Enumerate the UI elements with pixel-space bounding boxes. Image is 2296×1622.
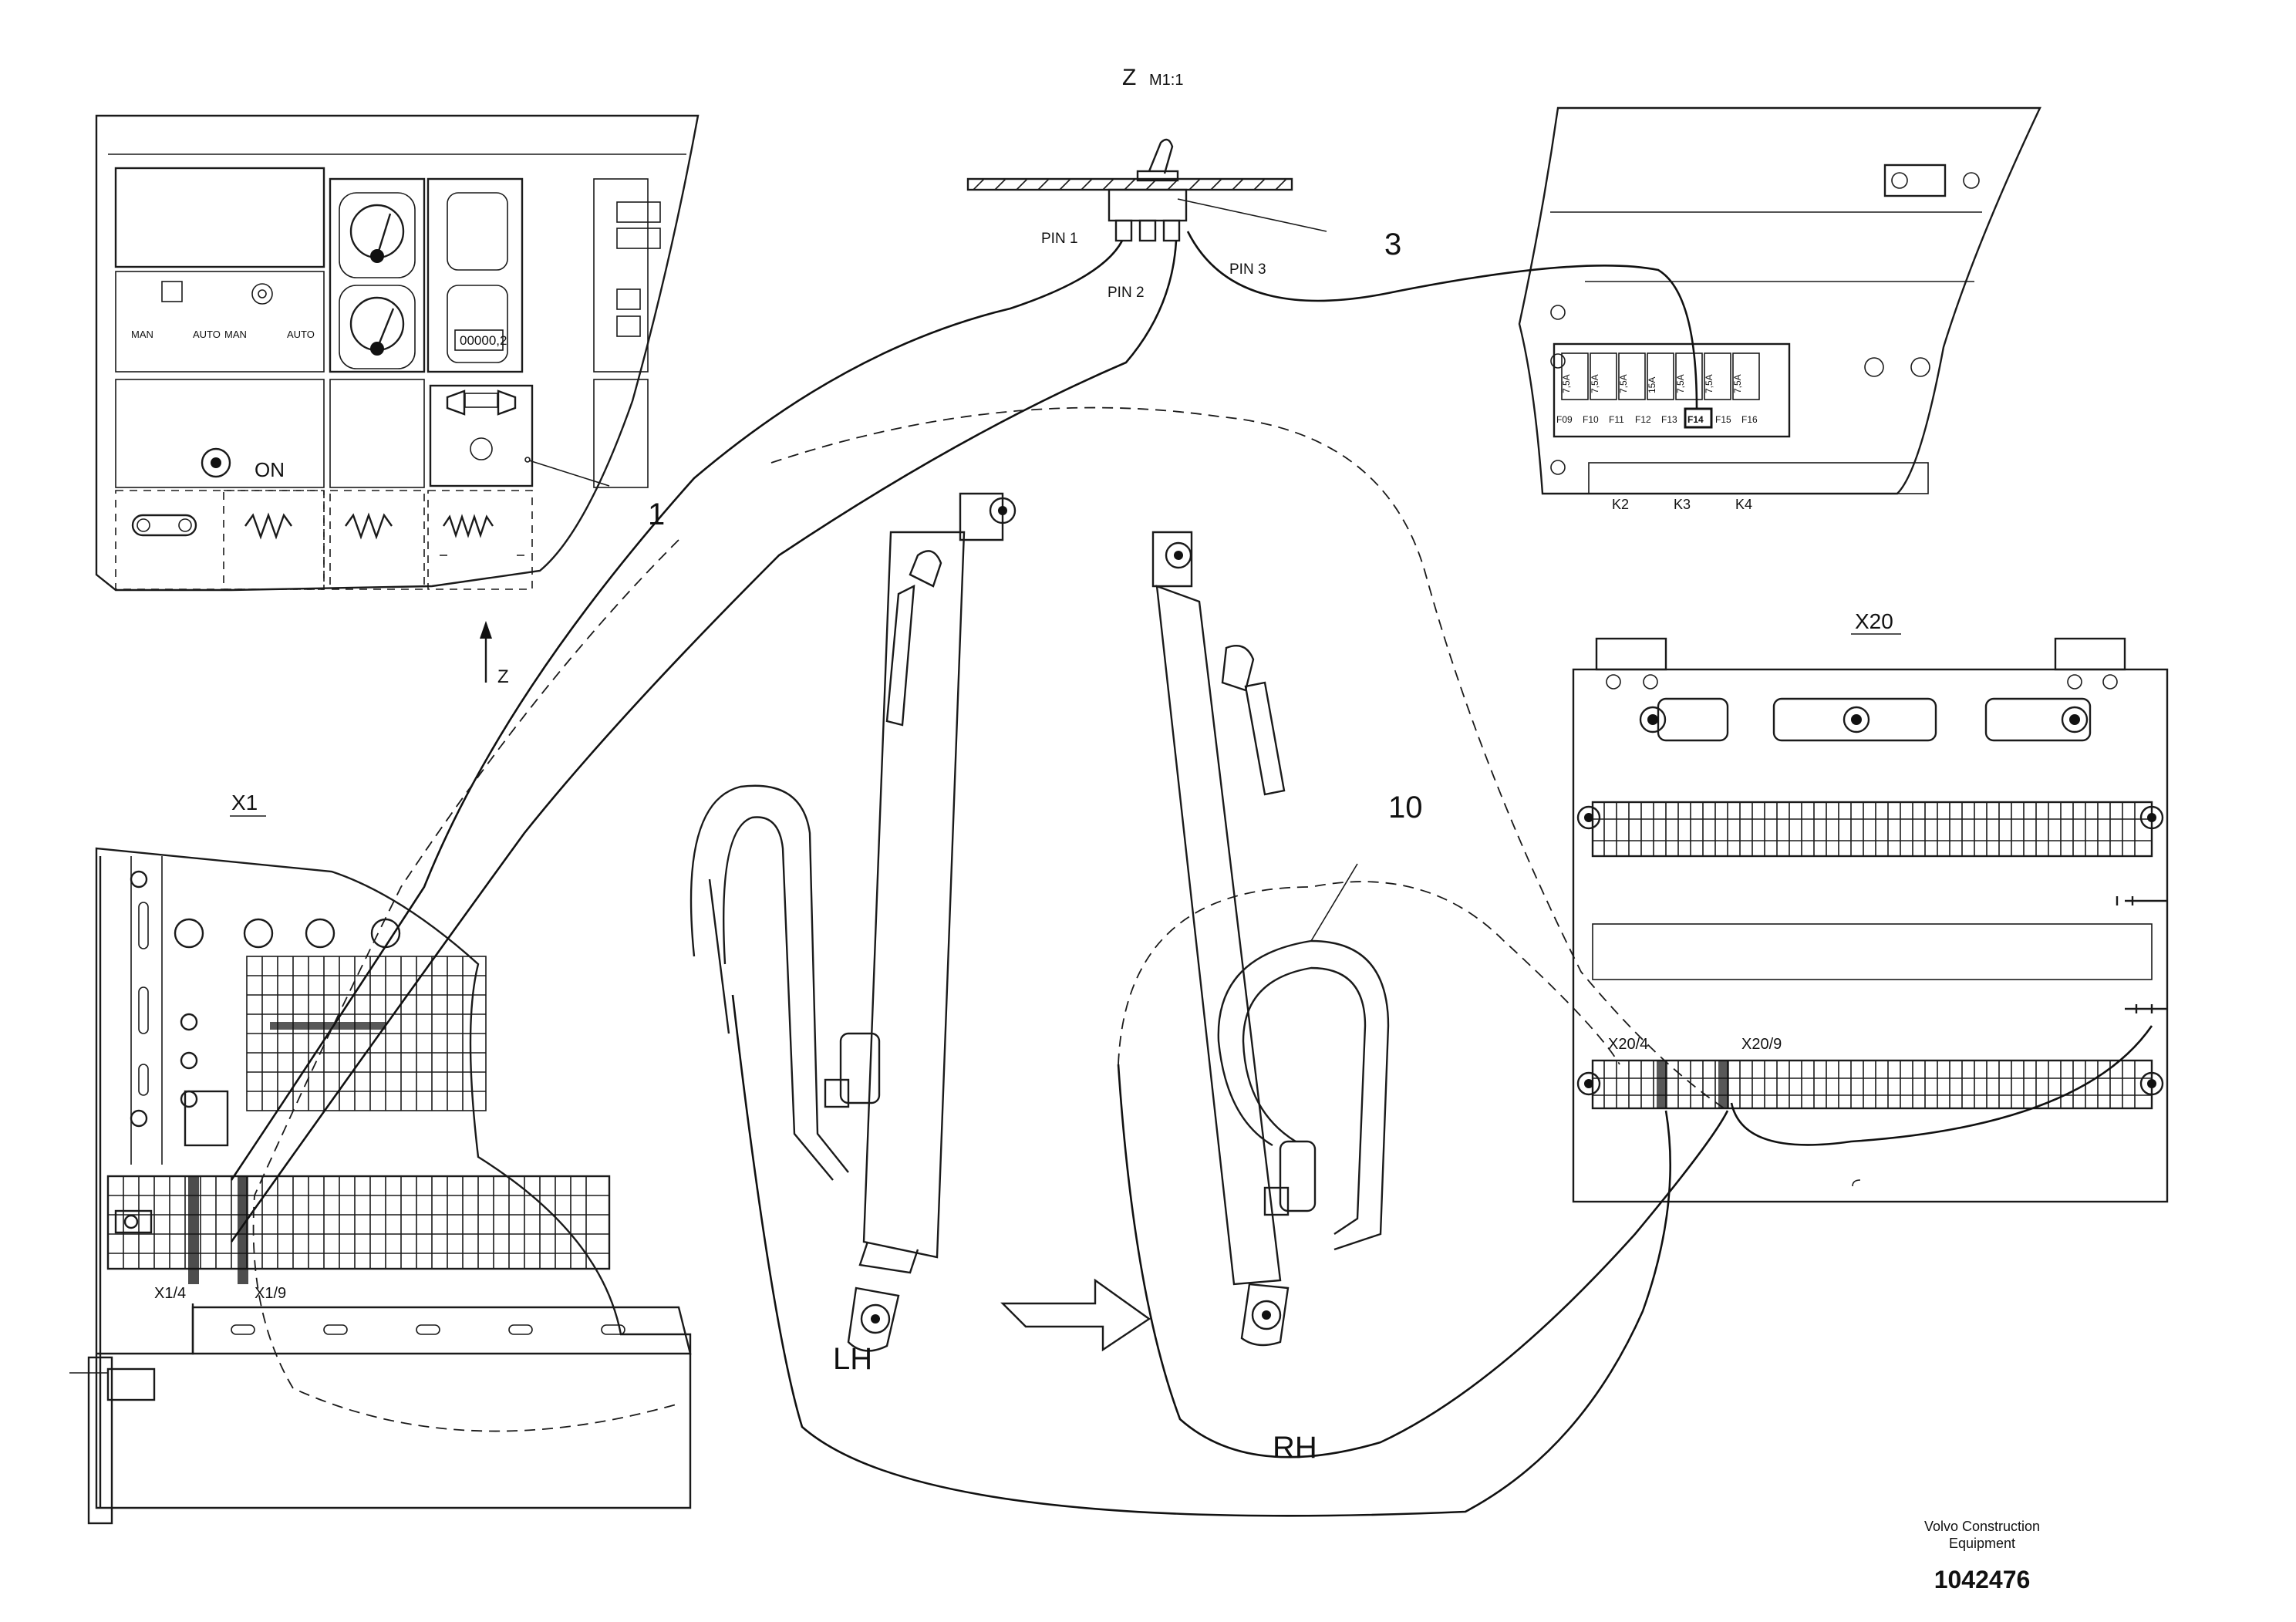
fuse-id: F13 [1661, 414, 1677, 425]
x20-pin-4-label: X20/4 [1608, 1036, 1648, 1053]
right-cylinder: RH [1151, 531, 1317, 1465]
callout-3: 3 [1384, 228, 1401, 261]
panel-label-man-1: MAN [131, 329, 153, 340]
wire-routing [230, 231, 2153, 1517]
x20-terminal-board: X20 X20/4 X20/9 [1572, 609, 2169, 1203]
panel-label-auto-2: AUTO [287, 329, 315, 340]
fuse-rating: 7,5A [1590, 374, 1600, 393]
fuse-id: F10 [1583, 414, 1599, 425]
left-cylinder-label: LH [833, 1342, 872, 1376]
footer-company: Volvo Construction Equipment [1897, 1518, 2067, 1552]
callout-1: 1 [648, 497, 665, 531]
fuse-id: F12 [1635, 414, 1651, 425]
hose-loops: 10 [689, 784, 1423, 1251]
fuse-ratings: 7,5A 7,5A 7,5A 15A 7,5A 7,5A 7,5A [1561, 352, 1760, 400]
view-title: Z [1122, 65, 1136, 90]
fuse-id: F15 [1715, 414, 1731, 425]
x20-pin-9-label: X20/9 [1741, 1036, 1782, 1053]
fuse-id: F09 [1556, 414, 1573, 425]
fuse-ids: F09 F10 F11 F12 F13 F14 F15 F16 [1556, 407, 1758, 429]
fuse-rating: 7,5A [1561, 374, 1572, 393]
fuse-rating: 7,5A [1618, 374, 1629, 393]
document-number: 1042476 [1934, 1566, 2031, 1593]
company-name-line1: Volvo Construction [1923, 1519, 2041, 1534]
x1-label: X1 [231, 791, 258, 814]
fuse-rating: 7,5A [1704, 374, 1714, 393]
hour-counter-readout: 00000,2 [460, 333, 507, 348]
fuse-box: 7,5A 7,5A 7,5A 15A 7,5A 7,5A 7,5A F09 F1… [1518, 106, 2041, 512]
panel-label-man-2: MAN [224, 329, 247, 340]
x20-label: X20 [1855, 609, 1893, 633]
company-name-line2: Equipment [1948, 1536, 2016, 1551]
pin-1-label: PIN 1 [1041, 231, 1078, 247]
x1-pin-9-label: X1/9 [255, 1285, 286, 1302]
view-arrow-z-label: Z [497, 666, 509, 687]
direction-arrow [1000, 1278, 1151, 1352]
relay-k4: K4 [1735, 497, 1752, 512]
fuse-id: F11 [1609, 414, 1624, 425]
fuse-rating: 15A [1647, 377, 1657, 393]
right-cylinder-label: RH [1273, 1431, 1317, 1465]
pin-3-label: PIN 3 [1229, 261, 1266, 278]
x1-terminal-area: X1 X1/4 X1/9 [69, 791, 692, 1525]
callout-10: 10 [1388, 791, 1423, 824]
left-cylinder: LH [824, 492, 1017, 1376]
fuse-id-highlight: F14 [1687, 414, 1704, 425]
control-panel: 00000,2 MAN AUTO MAN AUTO ON 1 [95, 114, 700, 687]
pin-2-label: PIN 2 [1108, 285, 1145, 301]
panel-label-on: ON [255, 458, 285, 481]
fuse-rating: 7,5A [1732, 374, 1743, 393]
fuse-rating: 7,5A [1675, 374, 1686, 393]
relay-k3: K3 [1674, 497, 1691, 512]
fuse-id: F16 [1741, 414, 1758, 425]
view-z-switch: Z M1:1 PIN 1 PIN 2 PIN 3 3 [966, 65, 1401, 301]
view-scale: M1:1 [1149, 72, 1183, 89]
relay-k2: K2 [1612, 497, 1629, 512]
panel-label-auto-1: AUTO [193, 329, 221, 340]
x1-pin-4-label: X1/4 [154, 1285, 186, 1302]
